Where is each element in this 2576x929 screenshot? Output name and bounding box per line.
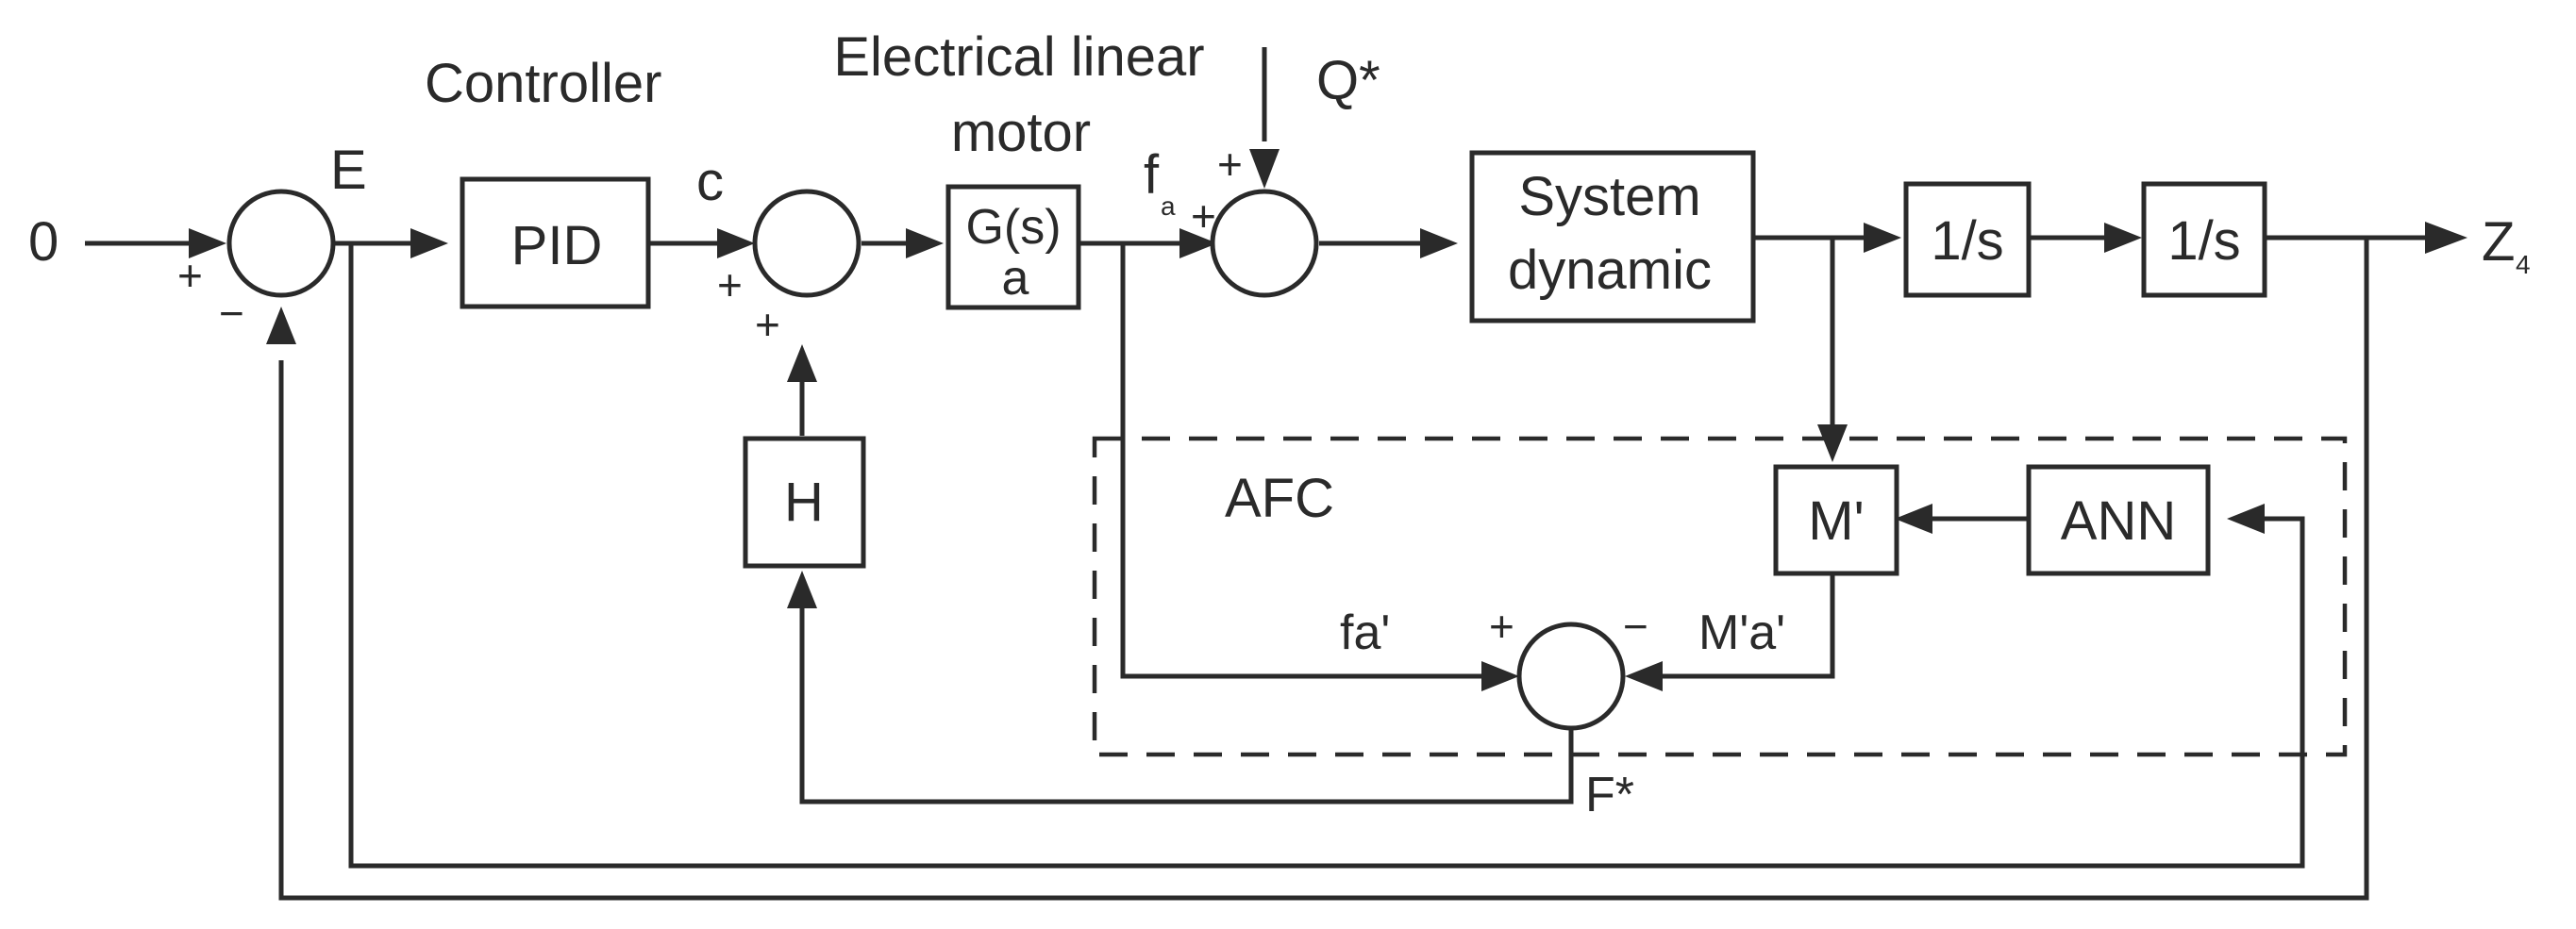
integrator-1-label: 1/s: [1931, 210, 2003, 272]
arrowhead: [2425, 222, 2467, 254]
arrowhead: [1895, 504, 1932, 534]
arrowhead: [1249, 149, 1280, 189]
integrator-2-block: [2141, 181, 2267, 298]
arrowhead: [717, 228, 755, 258]
arrowhead: [266, 307, 296, 344]
summing-junction-force: [752, 189, 861, 298]
sum2-plus-bottom-sign: +: [755, 300, 780, 349]
arrowhead: [2227, 504, 2265, 534]
h-label: H: [784, 472, 824, 533]
arrowhead: [1817, 424, 1848, 462]
arrowhead: [2104, 223, 2142, 253]
pid-block: [460, 176, 651, 309]
integrator-2-label: 1/s: [2167, 210, 2240, 272]
arrowhead: [1420, 228, 1458, 258]
system-label-bottom: dynamic: [1508, 240, 1712, 301]
gs-label-top: G(s): [965, 200, 1061, 255]
sum2-plus-left-sign: +: [717, 260, 743, 309]
sum1-plus-sign: +: [177, 251, 203, 300]
h-block: [743, 436, 866, 569]
fa-subscript: a: [1161, 191, 1176, 221]
f-star-label: F*: [1585, 768, 1634, 822]
fa-label: f: [1144, 144, 1160, 206]
pid-label: PID: [511, 215, 603, 276]
gs-label-bottom: a: [1002, 251, 1029, 306]
arrowhead: [1179, 228, 1217, 258]
arrowhead: [787, 571, 817, 608]
output-label: Z: [2482, 211, 2515, 273]
output-subscript: 4: [2516, 250, 2531, 279]
input-zero-label: 0: [28, 211, 59, 273]
ann-block: [2026, 464, 2211, 576]
arrowhead: [906, 228, 944, 258]
controller-label: Controller: [425, 53, 661, 114]
sum4-minus-sign: −: [1623, 602, 1648, 651]
sum4-plus-sign: +: [1489, 602, 1514, 651]
line-error-to-ann: [348, 243, 2305, 869]
line-sum4-to-h: [799, 589, 1574, 805]
control-signal-label: c: [696, 151, 724, 212]
arrowhead: [1481, 661, 1519, 691]
disturbance-label: Q*: [1316, 50, 1380, 111]
summing-junction-disturbance: [1210, 189, 1319, 298]
arrowheads: [189, 149, 2467, 691]
afc-boundary: [1092, 436, 2348, 757]
m-prime-label: M': [1808, 490, 1864, 552]
sum1-minus-sign: −: [219, 289, 244, 338]
ann-label: ANN: [2061, 490, 2176, 552]
motor-label-line1: Electrical linear: [833, 26, 1204, 88]
arrowhead: [1864, 223, 1901, 253]
signal-lines: [85, 47, 2434, 901]
system-dynamic-block: [1469, 150, 1756, 323]
summing-junction-afc: [1516, 622, 1626, 731]
summing-junction-error: [226, 189, 336, 298]
ma-prime-label: M'a': [1698, 606, 1785, 660]
arrowhead: [1625, 661, 1663, 691]
system-label-top: System: [1518, 166, 1700, 227]
arrowhead: [410, 228, 448, 258]
line-output-feedback: [278, 238, 2369, 901]
line-fa-to-sum4: [1120, 243, 1489, 679]
afc-label: AFC: [1225, 468, 1334, 529]
motor-label-line2: motor: [951, 102, 1091, 163]
sum3-plus-top-sign: +: [1217, 140, 1243, 189]
line-m-to-sum4: [1656, 573, 1835, 679]
arrowhead: [787, 344, 817, 382]
m-prime-block: [1773, 464, 1899, 576]
fa-prime-label: fa': [1340, 606, 1390, 660]
arrowhead: [189, 228, 226, 258]
gs-block: [945, 184, 1081, 310]
error-label: E: [330, 140, 367, 201]
sum3-plus-left-sign: +: [1191, 191, 1216, 241]
integrator-1-block: [1903, 181, 2032, 298]
